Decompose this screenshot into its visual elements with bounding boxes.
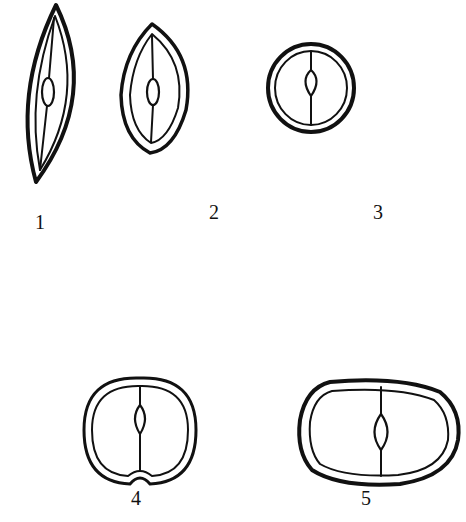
stoma-figure: [121, 24, 188, 153]
figure-number: 4: [131, 488, 141, 508]
figure-number: 5: [361, 488, 371, 508]
stoma-figure: [84, 378, 196, 484]
figure-number: 2: [209, 202, 219, 222]
stoma-figure: [28, 5, 74, 182]
figure-number: 3: [373, 202, 383, 222]
stoma-figure: [299, 380, 458, 484]
stoma-figure: [268, 44, 354, 132]
figure-number: 1: [35, 212, 45, 232]
